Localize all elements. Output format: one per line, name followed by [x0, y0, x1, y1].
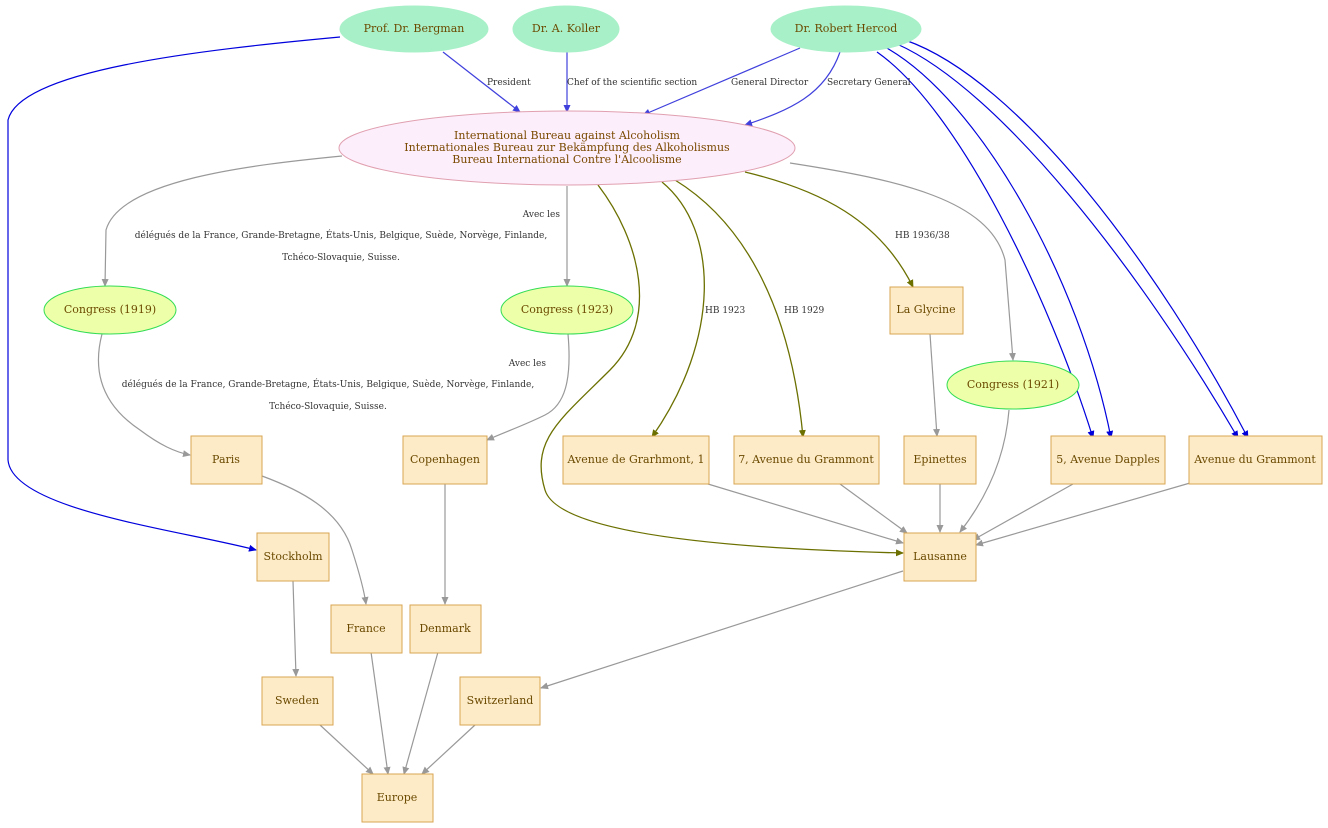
node-hercod-label: Dr. Robert Hercod: [795, 22, 898, 35]
label-delegates-1923-line3: Tchéco-Slovaquie, Suisse.: [282, 252, 400, 263]
edge-hercod-grammont-2: [904, 39, 1249, 439]
node-bergman: Prof. Dr. Bergman: [339, 5, 489, 53]
label-hb1929: HB 1929: [784, 306, 825, 316]
node-koller: Dr. A. Koller: [512, 5, 620, 53]
label-secretary-general: Secretary General: [827, 78, 911, 88]
label-hb1936: HB 1936/38: [895, 231, 950, 241]
node-congress1919-label: Congress (1919): [64, 303, 156, 316]
node-koller-label: Dr. A. Koller: [532, 22, 601, 35]
edge-central-congress1919: [101, 155, 343, 287]
node-central-label-en: International Bureau against Alcoholism: [454, 129, 681, 142]
edge-bergman-stockholm: [7, 36, 341, 552]
label-delegates-copenhagen-line2: délégués de la France, Grande-Bretagne, …: [122, 378, 534, 390]
node-sweden: Sweden: [261, 676, 334, 726]
edge-hercod-grammont-1: [896, 43, 1239, 439]
node-central-label-fr: Bureau International Contre l'Alcoolisme: [452, 153, 681, 166]
label-delegates-1923-line2: délégués de la France, Grande-Bretagne, …: [135, 229, 547, 241]
node-avenue-grammont-label: Avenue du Grammont: [1193, 453, 1316, 466]
edge-laglycine-epinettes: [929, 333, 941, 437]
node-switzerland: Switzerland: [459, 676, 541, 726]
node-avenue-dapples-label: 5, Avenue Dapples: [1056, 453, 1160, 466]
edge-congress1919-paris: [97, 333, 191, 458]
node-sweden-label: Sweden: [275, 694, 319, 707]
edge-central-lausanne: [540, 184, 904, 557]
node-paris-label: Paris: [212, 453, 240, 466]
node-lausanne: Lausanne: [903, 532, 977, 582]
node-avenue-grammont7: 7, Avenue du Grammont: [733, 435, 880, 485]
node-avenue-grammont: Avenue du Grammont: [1188, 435, 1323, 485]
label-delegates-copenhagen-line1: Avec les: [508, 359, 547, 369]
edge-france-europe: [370, 651, 391, 775]
node-avenue-dapples: 5, Avenue Dapples: [1050, 435, 1166, 485]
edge-paris-france: [261, 475, 369, 605]
node-congress1921-label: Congress (1921): [967, 378, 1059, 391]
edge-grammont-lausanne: [975, 482, 1191, 547]
node-europe-label: Europe: [377, 791, 418, 804]
label-hb1923: HB 1923: [705, 306, 746, 316]
node-congress1923-label: Congress (1923): [521, 303, 613, 316]
node-copenhagen-label: Copenhagen: [410, 453, 480, 466]
edge-grarhmont-lausanne: [707, 483, 904, 545]
edge-switzerland-europe: [421, 724, 476, 775]
edge-stockholm-sweden: [292, 580, 300, 677]
node-avenue-grammont7-label: 7, Avenue du Grammont: [738, 453, 874, 466]
node-europe: Europe: [361, 773, 434, 823]
node-france-label: France: [346, 622, 385, 635]
node-epinettes: Epinettes: [903, 435, 977, 485]
node-bergman-label: Prof. Dr. Bergman: [364, 22, 465, 35]
label-delegates-copenhagen-line3: Tchéco-Slovaquie, Suisse.: [269, 401, 387, 412]
node-central: International Bureau against Alcoholism …: [338, 110, 796, 186]
label-delegates-1923-line1: Avec les: [522, 210, 561, 220]
node-france: France: [330, 604, 403, 654]
edge-dapples-lausanne: [972, 483, 1074, 541]
node-stockholm-label: Stockholm: [263, 550, 323, 563]
node-denmark: Denmark: [409, 604, 482, 654]
node-congress1919: Congress (1919): [43, 285, 177, 335]
node-central-label-de: Internationales Bureau zur Bekämpfung de…: [404, 141, 730, 154]
node-la-glycine-label: La Glycine: [896, 303, 955, 316]
edge-sweden-europe: [319, 724, 374, 775]
node-avenue-grarhmont-label: Avenue de Grarhmont, 1: [567, 453, 705, 466]
edge-bergman-central: [442, 51, 521, 113]
edge-central-congress1921: [789, 162, 1016, 361]
node-hercod: Dr. Robert Hercod: [770, 5, 922, 53]
node-stockholm: Stockholm: [256, 532, 330, 582]
nodes: Prof. Dr. Bergman Dr. A. Koller Dr. Robe…: [43, 5, 1323, 823]
edge-hercod-central-secretary: [744, 51, 841, 127]
edge-central-laglycine: [744, 171, 914, 288]
node-congress1923: Congress (1923): [500, 285, 634, 335]
edge-central-grammont7: [674, 179, 806, 438]
node-epinettes-label: Epinettes: [913, 453, 967, 466]
edge-denmark-europe: [402, 651, 439, 775]
node-copenhagen: Copenhagen: [402, 435, 488, 485]
node-denmark-label: Denmark: [419, 622, 471, 635]
label-president: President: [487, 78, 531, 88]
node-paris: Paris: [190, 435, 263, 485]
edge-congress1921-lausanne: [959, 409, 1010, 533]
edges: [7, 36, 1249, 775]
edge-labels: President Chef of the scientific section…: [122, 78, 950, 412]
edge-grammont7-lausanne: [839, 483, 908, 534]
node-avenue-grarhmont: Avenue de Grarhmont, 1: [562, 435, 710, 485]
edge-congress1923-copenhagen: [486, 333, 570, 441]
node-switzerland-label: Switzerland: [467, 694, 534, 707]
label-chef: Chef of the scientific section: [567, 78, 697, 88]
edge-hercod-dapples-2: [884, 46, 1114, 439]
label-general-director: General Director: [731, 78, 809, 88]
node-congress1921: Congress (1921): [946, 360, 1080, 410]
node-lausanne-label: Lausanne: [913, 550, 967, 563]
edge-hercod-central-director: [642, 47, 801, 116]
edge-central-grarhmont: [651, 181, 705, 438]
node-la-glycine: La Glycine: [889, 286, 964, 335]
edge-lausanne-switzerland: [540, 570, 904, 690]
